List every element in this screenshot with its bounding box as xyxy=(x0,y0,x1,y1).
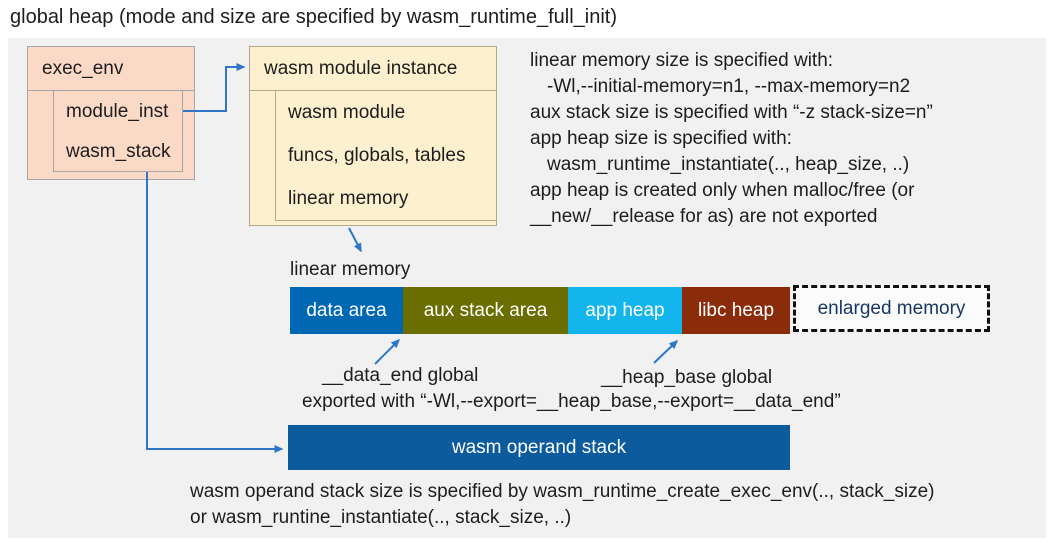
data-end-global-label: __data_end global xyxy=(322,365,479,386)
exec-env-row-wasm-stack: wasm_stack xyxy=(53,131,183,172)
linear-memory-label: linear memory xyxy=(290,259,411,280)
module-instance-rows: wasm module funcs, globals, tables linea… xyxy=(275,91,496,221)
module-instance-box: wasm module instance wasm module funcs, … xyxy=(249,46,497,226)
page-title: global heap (mode and size are specified… xyxy=(10,6,617,28)
note-line: linear memory size is specified with: xyxy=(530,50,834,71)
note-line: app heap is created only when malloc/fre… xyxy=(530,180,915,201)
note-line: app heap size is specified with: xyxy=(530,128,792,149)
wasm-operand-stack-box: wasm operand stack xyxy=(288,425,790,470)
segment-libc-heap: libc heap xyxy=(682,287,790,334)
operand-stack-note-line2: or wasm_runtine_instantiate(.., stack_si… xyxy=(190,507,572,528)
note-line: wasm_runtime_instantiate(.., heap_size, … xyxy=(547,154,910,175)
segment-enlarged-memory: enlarged memory xyxy=(793,285,990,332)
segment-data-area: data area xyxy=(290,287,403,334)
exec-env-header: exec_env xyxy=(28,47,194,91)
module-instance-row-linear-memory: linear memory xyxy=(275,177,496,221)
exported-with-label: exported with “-Wl,--export=__heap_base,… xyxy=(302,391,841,412)
memory-notes: linear memory size is specified with: -W… xyxy=(530,48,933,230)
note-line: __new/__release for as) are not exported xyxy=(530,206,878,227)
note-line: aux stack size is specified with “-z sta… xyxy=(530,102,933,123)
module-instance-row-wasm-module: wasm module xyxy=(275,91,496,135)
module-instance-header: wasm module instance xyxy=(250,47,496,91)
note-line: -Wl,--initial-memory=n1, --max-memory=n2 xyxy=(547,76,911,97)
exec-env-rows: module_inst wasm_stack xyxy=(53,91,183,172)
exec-env-box: exec_env module_inst wasm_stack xyxy=(27,46,195,180)
segment-aux-stack-area: aux stack area xyxy=(403,287,568,334)
heap-base-global-label: __heap_base global xyxy=(601,367,773,388)
segment-app-heap: app heap xyxy=(568,287,682,334)
module-instance-row-funcs-globals-tables: funcs, globals, tables xyxy=(275,134,496,178)
exec-env-row-module-inst: module_inst xyxy=(53,91,183,132)
operand-stack-note-line1: wasm operand stack size is specified by … xyxy=(190,481,935,502)
